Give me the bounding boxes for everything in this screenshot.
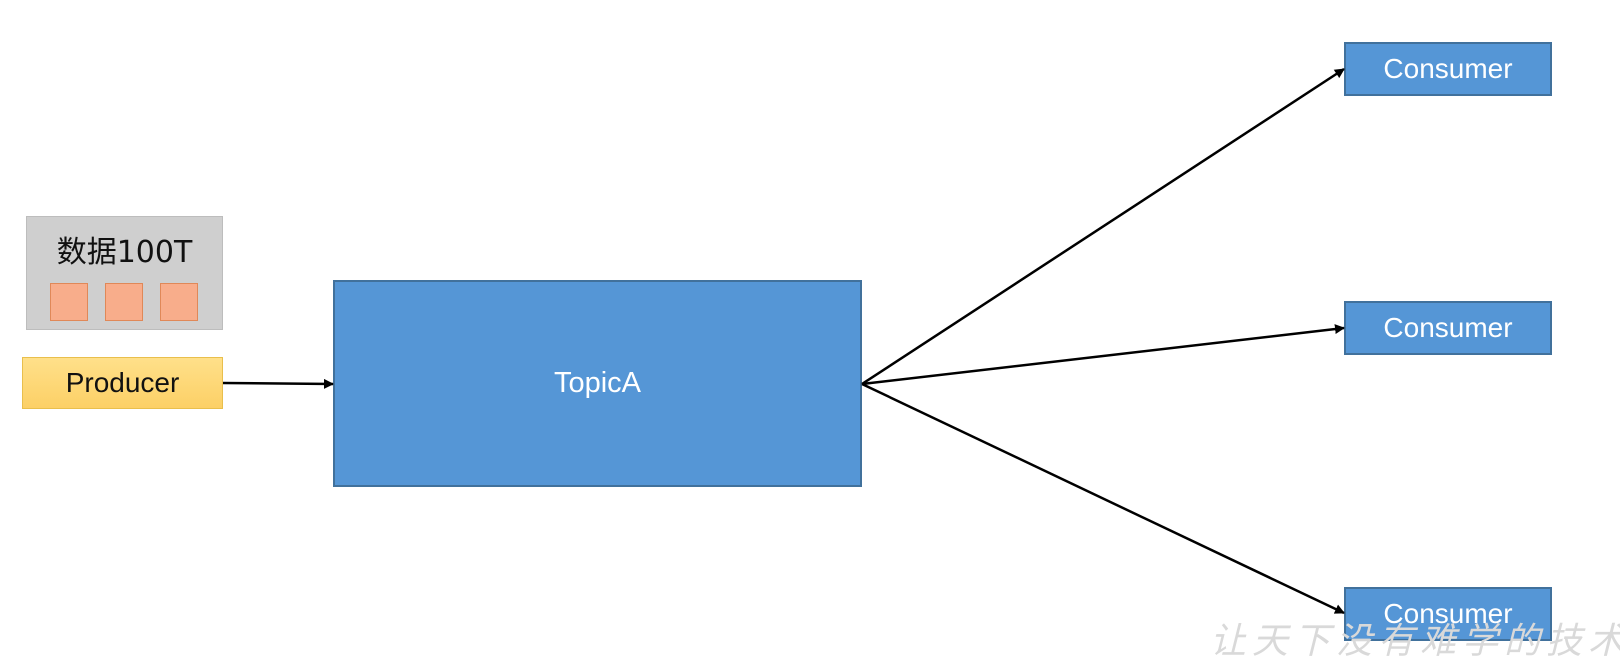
consumer-box-1: Consumer <box>1344 42 1552 96</box>
consumer-label-2: Consumer <box>1383 312 1513 343</box>
data-chunk <box>160 283 198 321</box>
topic-box: TopicA <box>333 280 862 487</box>
arrow-topic-to-consumer-2 <box>861 324 1345 386</box>
arrow-topic-to-consumer-1 <box>861 67 1345 386</box>
arrow-topic-to-consumer-3 <box>861 382 1345 615</box>
watermark-text: 让天下没有难学的技术 <box>1210 621 1620 662</box>
consumer-label-1: Consumer <box>1383 53 1513 84</box>
data-chunk <box>50 283 88 321</box>
consumer-box-3: Consumer <box>1344 587 1552 641</box>
consumer-box-2: Consumer <box>1344 301 1552 355</box>
arrow-producer-to-topic <box>222 378 334 389</box>
consumer-label-3: Consumer <box>1383 598 1513 629</box>
data-box-label: 数据100T <box>56 235 193 270</box>
producer-box: Producer <box>22 357 223 409</box>
data-chunk <box>105 283 143 321</box>
producer-label: Producer <box>65 367 180 398</box>
data-box: 数据100T <box>26 216 223 330</box>
topic-label: TopicA <box>553 367 642 399</box>
